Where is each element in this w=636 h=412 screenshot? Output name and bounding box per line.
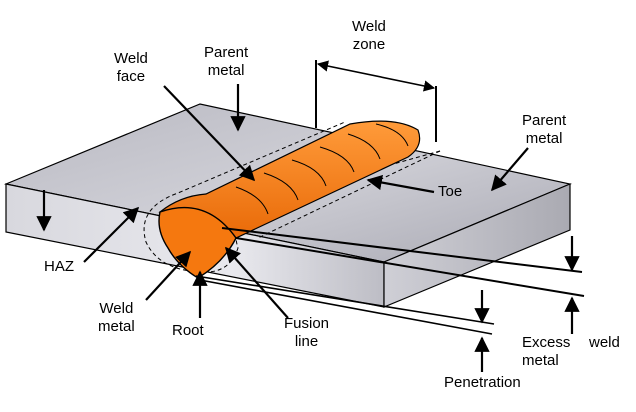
weld-label: weld bbox=[589, 334, 620, 351]
weld-zone-arrow bbox=[316, 60, 436, 92]
fusion-line-pointer bbox=[224, 246, 289, 319]
excess-label: Excess bbox=[522, 334, 571, 351]
metal-label: metal bbox=[522, 352, 559, 369]
toe-label: Toe bbox=[438, 183, 463, 200]
fusion-line-label: Fusion line bbox=[284, 315, 330, 350]
root-label: Root bbox=[172, 322, 204, 339]
weld-metal-label: Weld metal bbox=[98, 300, 135, 335]
parent-metal-right-label: Parent metal bbox=[522, 112, 567, 147]
weld-face-label: Weld face bbox=[114, 50, 148, 85]
plate-side-face bbox=[383, 183, 571, 308]
weld-face-pointer bbox=[163, 85, 256, 182]
penetration-label: Penetration bbox=[444, 374, 521, 391]
parent-metal-right-pointer bbox=[490, 147, 529, 192]
weld-ripples bbox=[235, 123, 409, 215]
excess-weld-line-bottom bbox=[235, 237, 585, 297]
toe-pointer bbox=[366, 174, 435, 194]
excess-weld-line-top bbox=[221, 227, 583, 273]
haz-label: HAZ bbox=[44, 258, 74, 275]
haz-pointer bbox=[83, 206, 140, 263]
parent-metal-top-label: Parent metal bbox=[204, 44, 249, 79]
penetration-line-bottom bbox=[199, 279, 493, 335]
weld-zone-label: Weld zone bbox=[352, 18, 386, 53]
haz-boundary-right bbox=[257, 150, 441, 239]
penetration-line-top bbox=[195, 275, 495, 325]
weld-metal-pointer bbox=[145, 250, 192, 301]
